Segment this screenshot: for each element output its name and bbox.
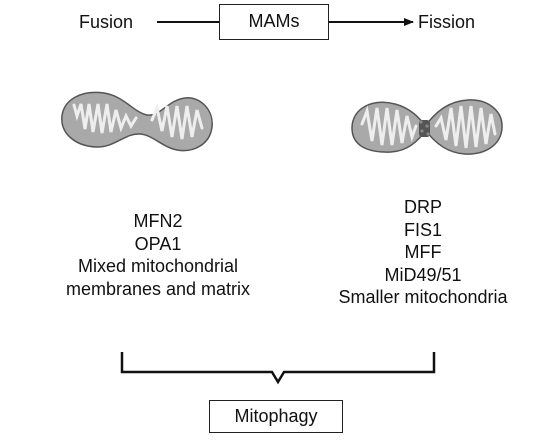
fusion-label: Fusion — [79, 12, 134, 32]
mams-label: MAMs — [248, 11, 300, 31]
fusion-factor-item: OPA1 — [134, 233, 182, 254]
fusion-factor-item: Mixed mitochondrial — [77, 256, 239, 277]
fusion-factor-item: MFN2 — [133, 211, 183, 231]
fission-label: Fission — [418, 12, 476, 32]
dividing-mitochondrion-icon — [351, 99, 503, 155]
fission-factor-item: DRP — [403, 197, 442, 217]
fission-factor-item: MFF — [404, 242, 442, 263]
fusion-factors-list: MFN2 OPA1 Mixed mitochondrial membranes … — [28, 210, 288, 300]
fusion-factor-item: membranes and matrix — [65, 278, 251, 299]
mitophagy-box: Mitophagy — [209, 400, 343, 433]
fission-factor-item: MiD49/51 — [384, 264, 462, 285]
mitophagy-label: Mitophagy — [234, 406, 318, 426]
fission-factor-item: Smaller mitochondria — [338, 287, 508, 308]
fission-factors-list: DRP FIS1 MFF MiD49/51 Smaller mitochondr… — [298, 196, 548, 309]
constriction-ring — [419, 120, 430, 137]
mams-box: MAMs — [219, 4, 329, 40]
fused-mitochondrion-icon — [61, 91, 213, 152]
fission-factor-item: FIS1 — [403, 219, 442, 240]
merge-brace — [120, 352, 436, 385]
